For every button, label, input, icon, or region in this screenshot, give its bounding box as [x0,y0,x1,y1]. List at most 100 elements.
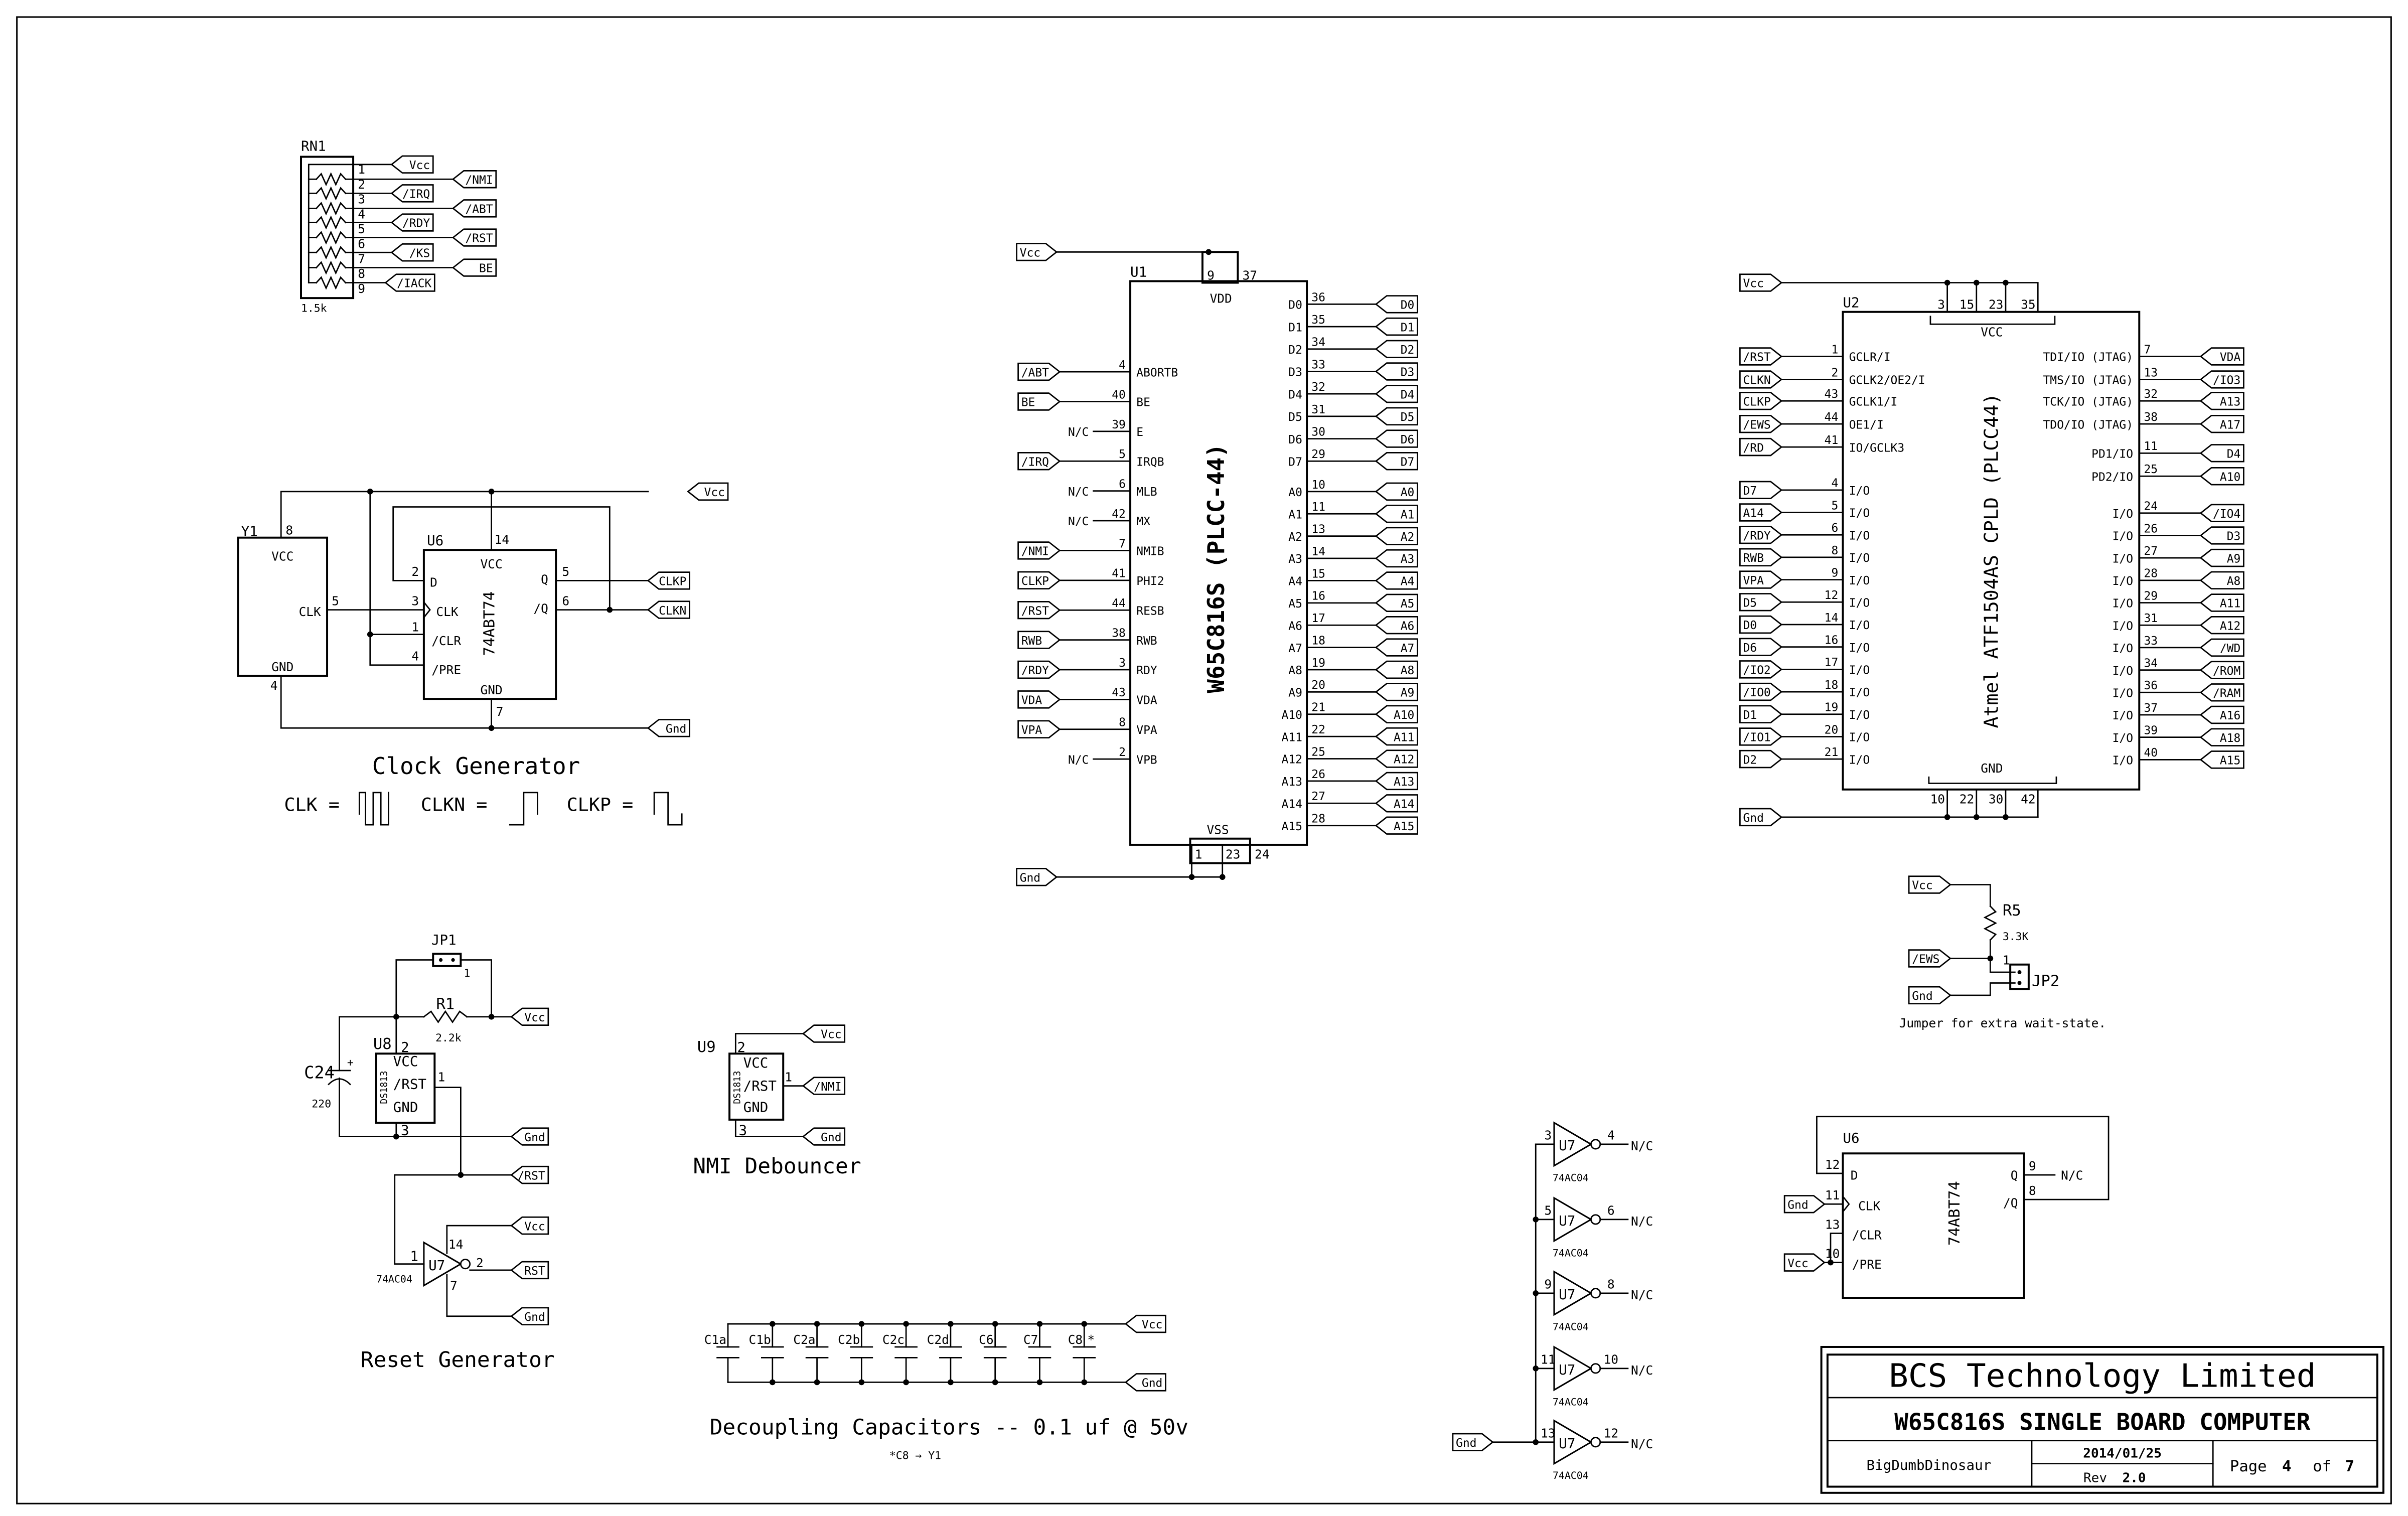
pin-number: 8 [1119,716,1126,729]
net-port: A0 [1375,482,1418,501]
port-flag-shape [510,1216,549,1235]
port-flag-shape [1375,549,1418,568]
port-net-label: /IO4 [2213,508,2240,521]
label: 7 [496,704,504,719]
label: 1 [1195,847,1202,862]
port-flag-shape [390,213,434,232]
pin-name: E [1136,426,1143,439]
rn1-pin-number: 1 [358,162,365,177]
port-net-label: CLKN [1743,374,1770,387]
pin-name: BE [1136,396,1150,409]
junction-dot [858,1321,865,1327]
port-net-label: Vcc [821,1028,841,1041]
label: VDD [1210,291,1232,306]
capacitor-ref: C2d [927,1332,949,1347]
port-net-label: Vcc [409,159,430,172]
port-net-label: A4 [1401,575,1415,588]
junction-dot [814,1379,820,1386]
pin-name: A4 [1288,575,1302,588]
pin-number: 10 [1930,792,1945,806]
pin-name: I/O [1849,619,1870,632]
net-port: /RST [452,228,497,247]
pin-number: 10 [1603,1352,1618,1367]
port-flag-shape [2199,548,2244,567]
junction-dot [393,1133,399,1140]
pin-name: GCLK2/OE2/I [1849,374,1925,387]
u7-spare-inverter [1553,1121,1593,1167]
page-number: 4 [2282,1458,2291,1475]
pin-name: I/O [2113,508,2133,521]
pin-name: OE1/I [1849,418,1884,431]
port-flag-shape [1739,481,1783,500]
pin-name: RESB [1136,604,1164,618]
net-port: D3 [2199,526,2244,545]
no-connect: N/C [1631,1214,1653,1229]
net-port: A13 [2199,392,2244,410]
label: /RST [743,1078,777,1094]
port-net-label: D6 [1743,642,1757,655]
pin-number: 44 [1112,597,1126,610]
port-flag-shape [2199,370,2244,389]
gnd-bracket [1928,776,2057,784]
pin-number: 4 [1607,1128,1615,1143]
pin-name: I/O [1849,485,1870,498]
label: 5 [332,593,339,608]
port-net-label: A3 [1401,553,1415,566]
pin-name: D7 [1288,456,1302,469]
page-label: Page [2230,1458,2267,1475]
resistor-zigzag [315,275,347,290]
jumper-pin [451,958,455,962]
port-flag-shape [1375,362,1418,381]
nmi-debouncer-title: NMI Debouncer [693,1154,861,1179]
label: 3 [411,593,419,608]
port-net-label: A10 [2220,471,2240,484]
net-port: A12 [2199,616,2244,635]
port-flag-shape [2199,467,2244,486]
pin-number: 11 [1541,1352,1555,1367]
port-flag-shape [1375,772,1418,791]
label: 9 [2029,1159,2036,1173]
pin-number: 11 [2144,440,2158,453]
u1-vss-pin-box [1189,837,1251,864]
net-port: A10 [1375,705,1418,723]
pin-number: 5 [1544,1203,1552,1218]
port-flag-shape [2199,347,2244,366]
net-port: BE [1017,392,1061,411]
no-connect: N/C [1631,1139,1653,1153]
pin-number: 37 [2144,702,2158,715]
port-flag-shape [1739,570,1783,589]
port-flag-shape [1016,868,1058,886]
label: 1 [464,967,470,980]
pin-number: 29 [1311,448,1325,461]
label: 12 [1825,1157,1840,1172]
pin-name: I/O [2113,530,2133,543]
port-flag-shape [1375,816,1418,835]
pin-number: 16 [1311,590,1325,603]
net-port: VPA [1017,720,1061,738]
junction-dot [1944,279,1950,286]
pin-number: 28 [1311,813,1325,826]
junction-dot [948,1379,954,1386]
wire [433,1087,462,1176]
net-port: Gnd [1452,1433,1494,1451]
port-flag-shape [802,1024,846,1043]
net-port: Vcc [1016,243,1058,261]
pin-name: I/O [1849,552,1870,565]
port-flag-shape [1375,660,1418,679]
port-net-label: Gnd [666,722,686,735]
port-net-label: D7 [1401,456,1415,469]
no-connect: N/C [1068,486,1089,499]
pin-number: 31 [2144,612,2158,625]
port-flag-shape [1375,340,1418,359]
port-flag-shape [1739,593,1783,612]
port-net-label: CLKP [1743,395,1770,408]
pin-name: I/O [1849,529,1870,542]
pin-number: 9 [1544,1277,1552,1292]
net-port: Gnd [510,1307,549,1325]
pin-name: TMS/IO (JTAG) [2043,374,2134,387]
pin-number: 6 [1831,522,1838,535]
jp2-ref: JP2 [2032,973,2059,990]
net-port: /IO1 [1739,727,1783,746]
u7-part: 74AC04 [1553,1396,1589,1408]
resistor-zigzag [315,245,347,260]
